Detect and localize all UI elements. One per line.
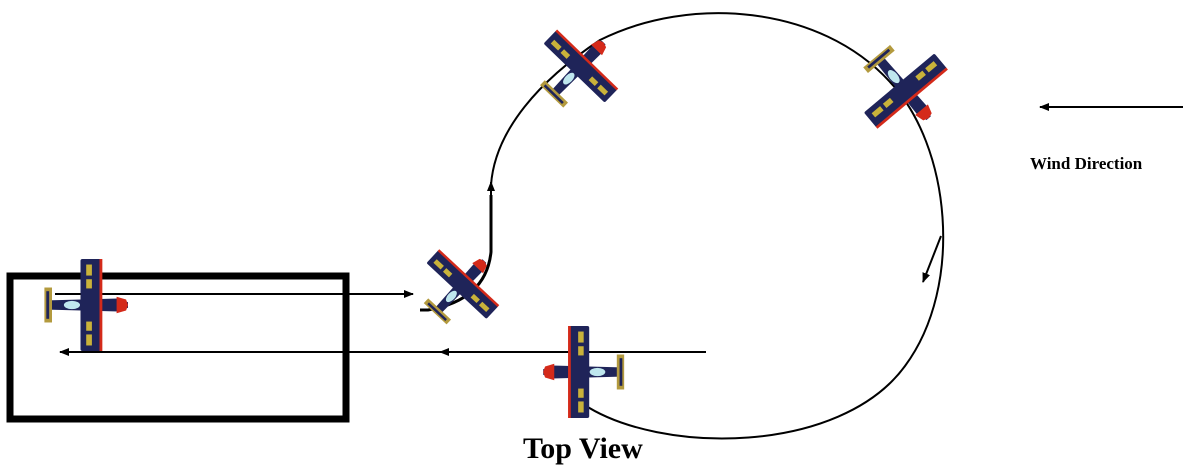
- aerobatic-plane-icon: [404, 232, 515, 343]
- loop-direction-arrow: [922, 235, 942, 283]
- maneuver-box: [6, 272, 350, 423]
- aerobatic-plane-icon: [520, 12, 635, 127]
- aerobatic-plane-icon: [840, 26, 965, 149]
- view-title: Top View: [523, 432, 643, 465]
- aerobatic-plane-icon: [542, 325, 625, 419]
- wind-direction-label: Wind Direction: [1030, 154, 1143, 173]
